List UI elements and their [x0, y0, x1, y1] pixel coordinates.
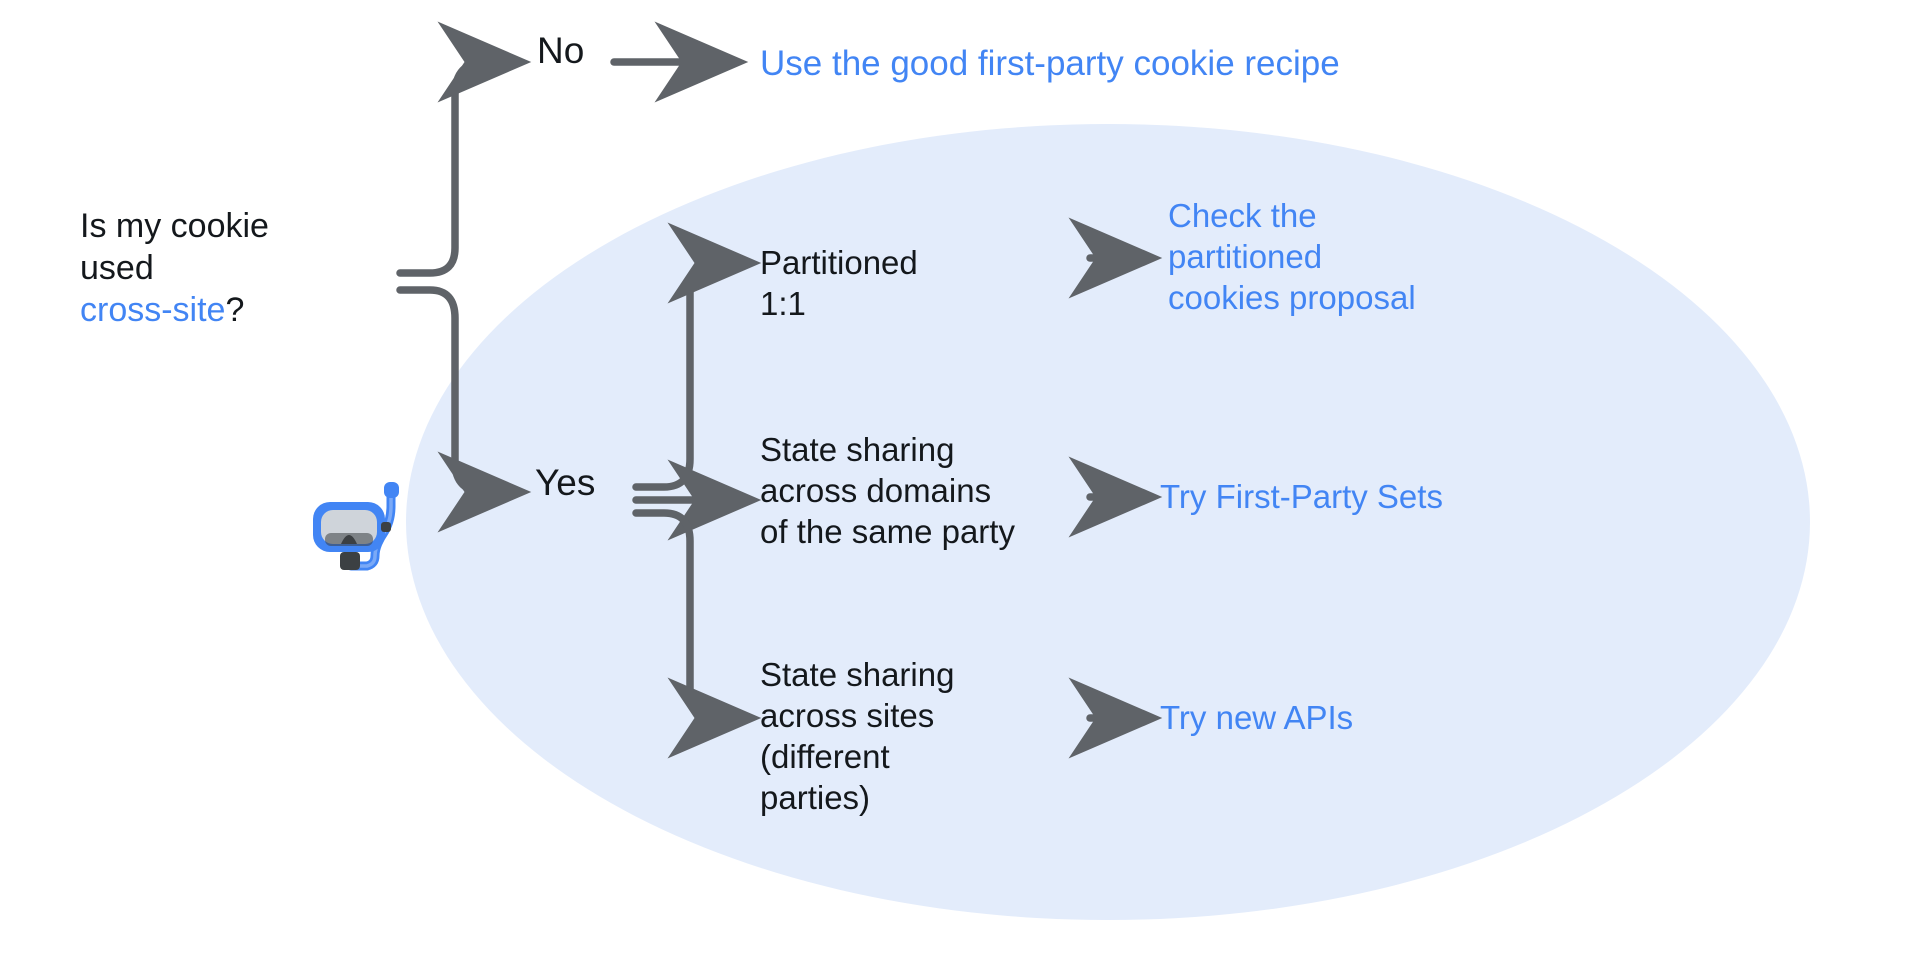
root-question-highlight: cross-site	[80, 291, 226, 330]
outcome-link-new-apis[interactable]: Try new APIs	[1160, 699, 1354, 736]
condition-state-sharing-sites: State sharing across sites (different pa…	[760, 656, 955, 816]
root-question: Is my cookie used cross-site?	[80, 205, 370, 331]
diving-mask-icon	[313, 482, 399, 571]
branch-label-yes[interactable]: Yes	[535, 462, 596, 503]
condition-state-sharing-domains: State sharing across domains of the same…	[760, 431, 1015, 550]
outcome-link-first-party-sets[interactable]: Try First-Party Sets	[1160, 478, 1443, 515]
condition-partitioned: Partitioned 1:1	[760, 244, 918, 322]
branch-label-no[interactable]: No	[537, 30, 585, 71]
root-question-line1: Is my cookie	[80, 207, 269, 245]
root-question-line2: used	[80, 249, 154, 288]
outcome-link-first-party-recipe[interactable]: Use the good first-party cookie recipe	[760, 44, 1340, 83]
root-question-suffix: ?	[225, 291, 245, 330]
outcome-link-partitioned-cookies[interactable]: Check the partitioned cookies proposal	[1168, 197, 1416, 316]
